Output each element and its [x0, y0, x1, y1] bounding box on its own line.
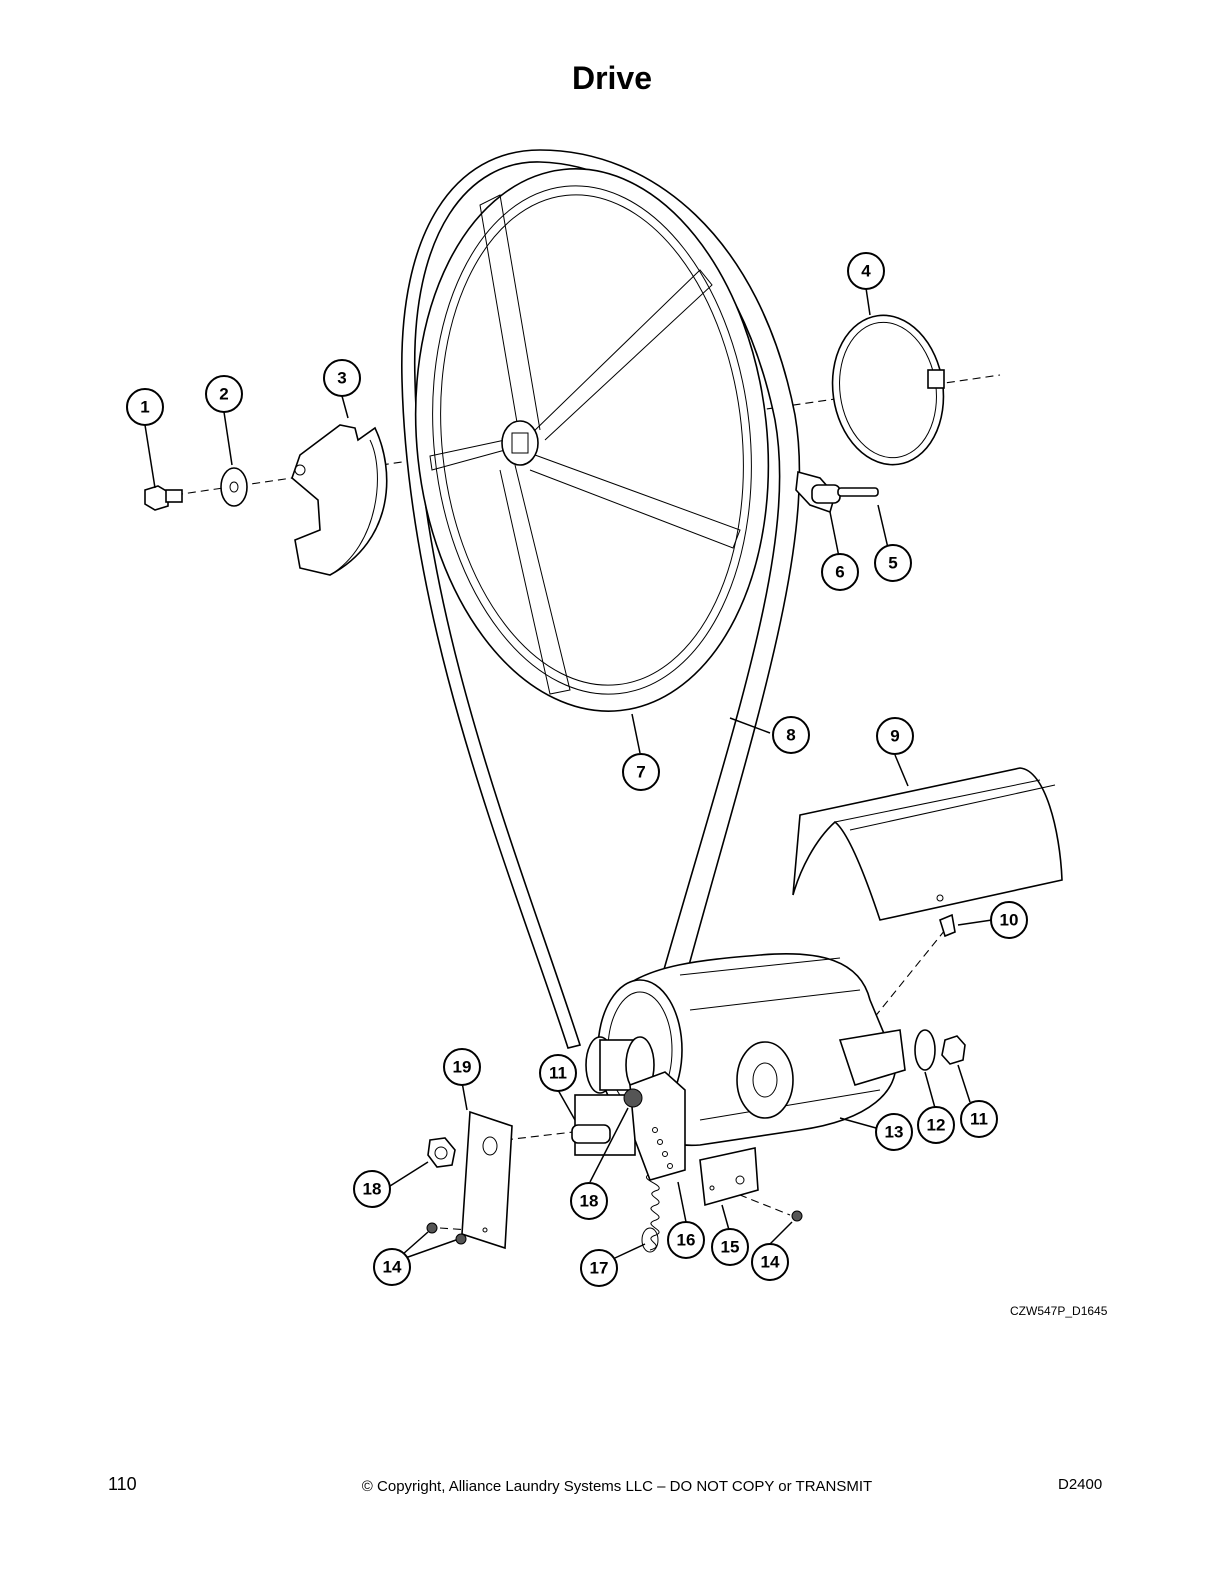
- part-5-6-sensor: [795, 470, 879, 514]
- callout-7-label: 7: [636, 763, 645, 782]
- callout-12: 12: [917, 1106, 955, 1144]
- part-9-belt-shield: [792, 767, 1063, 921]
- copyright-notice: © Copyright, Alliance Laundry Systems LL…: [361, 1478, 873, 1495]
- callout-10-label: 10: [1000, 911, 1019, 930]
- callout-3-label: 3: [337, 369, 346, 388]
- callout-18-left: 18: [353, 1170, 391, 1208]
- callout-5: 5: [874, 544, 912, 582]
- callout-6-label: 6: [835, 563, 844, 582]
- drive-pulley: [414, 168, 770, 712]
- callout-13: 13: [875, 1113, 913, 1151]
- leader-lines: [144, 287, 993, 1263]
- part-10-clip: [939, 913, 956, 938]
- part-12-washer-right: [914, 1029, 936, 1071]
- callout-4: 4: [847, 252, 885, 290]
- callout-17-label: 17: [590, 1259, 609, 1278]
- callout-12-label: 12: [927, 1116, 946, 1135]
- shield-screw-axis-line: [839, 929, 946, 1061]
- callout-13-label: 13: [885, 1123, 904, 1142]
- callout-2-label: 2: [219, 385, 228, 404]
- callout-17: 17: [580, 1249, 618, 1287]
- callout-1: 1: [126, 388, 164, 426]
- part-17-spring: [641, 1174, 660, 1253]
- callout-9-label: 9: [890, 727, 899, 746]
- part-18-nut: [427, 1137, 456, 1168]
- part-1-bolt: [144, 485, 183, 511]
- page-title: Drive: [571, 60, 653, 96]
- callout-7: 7: [622, 753, 660, 791]
- callout-2: 2: [205, 375, 243, 413]
- page-number: 110: [108, 1474, 137, 1494]
- callout-9: 9: [876, 717, 914, 755]
- callout-3: 3: [323, 359, 361, 397]
- callout-11-left-label: 11: [549, 1064, 567, 1083]
- callout-19: 19: [443, 1048, 481, 1086]
- callout-14-right: 14: [751, 1243, 789, 1281]
- callout-4-label: 4: [861, 262, 871, 281]
- callout-11-left: 11: [539, 1054, 577, 1092]
- callout-5-label: 5: [888, 554, 897, 573]
- callout-16-label: 16: [677, 1231, 696, 1250]
- callout-18-center-label: 18: [580, 1192, 599, 1211]
- part-2-washer: [220, 467, 248, 507]
- part-19-plate: [461, 1110, 513, 1250]
- callout-8: 8: [772, 716, 810, 754]
- callout-14-left-label: 14: [383, 1258, 402, 1277]
- callout-18-center: 18: [570, 1182, 608, 1220]
- callout-14-right-label: 14: [761, 1253, 780, 1272]
- part-4-hose-clamp: [831, 314, 945, 466]
- callout-15: 15: [711, 1228, 749, 1266]
- callout-15-label: 15: [721, 1238, 740, 1257]
- callout-10: 10: [990, 901, 1028, 939]
- drawing-id: CZW547P_D1645: [1010, 1304, 1108, 1318]
- callout-14-left: 14: [373, 1248, 411, 1286]
- callout-19-label: 19: [453, 1058, 472, 1077]
- callout-6: 6: [821, 553, 859, 591]
- callout-16: 16: [667, 1221, 705, 1259]
- callout-8-label: 8: [786, 726, 795, 745]
- callout-11-right: 11: [960, 1100, 998, 1138]
- part-14-screws: [426, 1210, 803, 1245]
- callout-1-label: 1: [140, 398, 149, 417]
- part-11-nut-right: [941, 1035, 966, 1065]
- callout-11-right-label: 11: [970, 1110, 988, 1129]
- part-16-tension-arm: [623, 1071, 686, 1181]
- part-11-stud: [571, 1124, 611, 1144]
- part-15-mount-bracket: [699, 1147, 759, 1207]
- part-3-pulley-bracket: [291, 424, 388, 576]
- document-code: D2400: [1058, 1476, 1103, 1493]
- callout-18-left-label: 18: [363, 1180, 382, 1199]
